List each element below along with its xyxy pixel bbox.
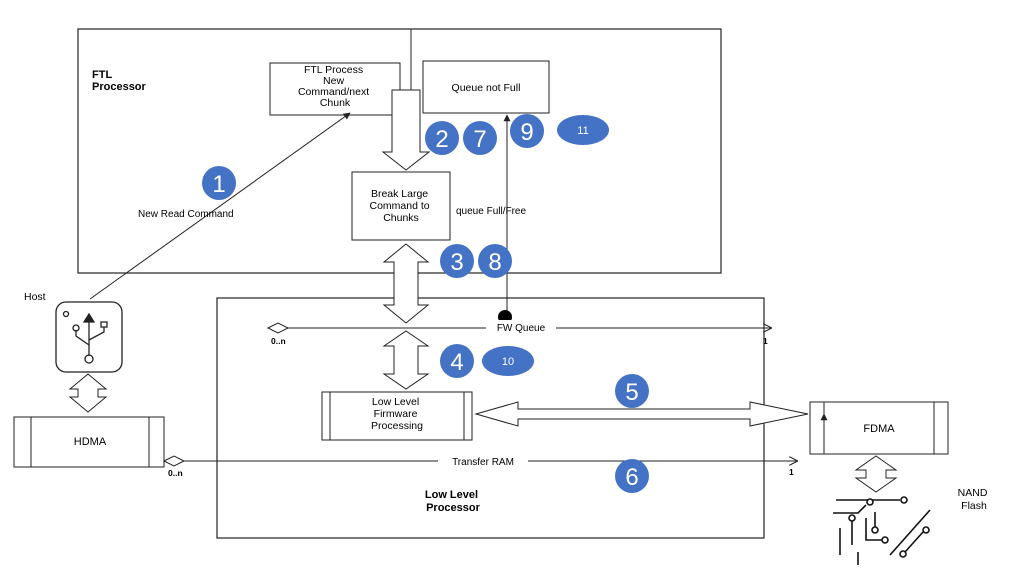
fdma-box xyxy=(809,401,949,455)
badge-4: 4 xyxy=(440,344,474,378)
lowlevel-to-fdma-arrow xyxy=(474,401,809,427)
ftl-processor-label: FTL Processor xyxy=(92,69,147,93)
nand-flash-label: NAND Flash xyxy=(958,487,991,512)
usb-icon xyxy=(62,310,108,364)
fdma-label: FDMA xyxy=(863,423,895,435)
ftl-process-text: FTL Process New Command/next Chunk xyxy=(298,64,372,109)
badge-3: 3 xyxy=(440,244,474,278)
fw-queue-left-mult: 0..n xyxy=(271,336,286,346)
transfer-right-mult: 1 xyxy=(789,467,794,477)
low-level-fw-text: Low Level Firmware Processing xyxy=(371,396,423,432)
svg-text:11: 11 xyxy=(577,125,588,137)
low-level-fw-box xyxy=(321,391,473,441)
badge-5: 5 xyxy=(615,374,649,408)
new-read-command-label: New Read Command xyxy=(138,209,234,220)
host-to-hdma-arrow xyxy=(68,373,108,413)
fw-queue-right-mult: 1 xyxy=(763,336,768,346)
badge-8: 8 xyxy=(478,244,512,278)
break-to-fwqueue-arrow xyxy=(382,243,430,324)
badge-9: 9 xyxy=(510,114,544,148)
new-read-command-line xyxy=(89,112,351,300)
badge-11: 11 xyxy=(557,115,609,145)
fdma-to-nand-arrow xyxy=(854,455,898,493)
queue-full-free-label: queue Full/Free xyxy=(456,206,526,217)
svg-text:4: 4 xyxy=(450,349,463,376)
fw-queue-diamond xyxy=(266,322,290,334)
ftl-process-box xyxy=(269,62,401,116)
svg-text:8: 8 xyxy=(488,249,501,276)
svg-text:1: 1 xyxy=(212,171,225,198)
low-level-processor-label: Low Level Processor xyxy=(425,489,481,514)
badge-2: 2 xyxy=(425,121,459,155)
transfer-left-mult: 0..n xyxy=(168,468,183,478)
queue-not-full-text: Queue not Full xyxy=(452,82,521,94)
svg-text:3: 3 xyxy=(450,249,463,276)
break-large-text: Break Large Command to Chunks xyxy=(369,188,432,224)
fwqueue-to-lowlevel-arrow xyxy=(382,330,430,390)
break-large-box xyxy=(351,171,451,241)
svg-text:6: 6 xyxy=(625,464,638,491)
badge-6: 6 xyxy=(615,459,649,493)
transfer-ram-label: Transfer RAM xyxy=(452,457,514,468)
svg-text:5: 5 xyxy=(625,379,638,406)
circuit-icon xyxy=(833,496,931,565)
svg-text:10: 10 xyxy=(502,356,514,368)
badge-7: 7 xyxy=(463,121,497,155)
hdma-label: HDMA xyxy=(74,436,107,448)
svg-text:7: 7 xyxy=(473,126,486,153)
transfer-ram-diamond xyxy=(162,455,186,467)
host-label: Host xyxy=(24,291,46,303)
badge-1: 1 xyxy=(202,166,236,200)
fw-queue-label: FW Queue xyxy=(497,323,546,334)
svg-text:2: 2 xyxy=(435,126,448,153)
svg-text:9: 9 xyxy=(520,119,533,146)
badge-10: 10 xyxy=(482,346,534,376)
queue-not-full-box xyxy=(422,60,550,114)
process-to-break-arrow xyxy=(381,89,431,171)
hdma-box xyxy=(13,416,165,468)
